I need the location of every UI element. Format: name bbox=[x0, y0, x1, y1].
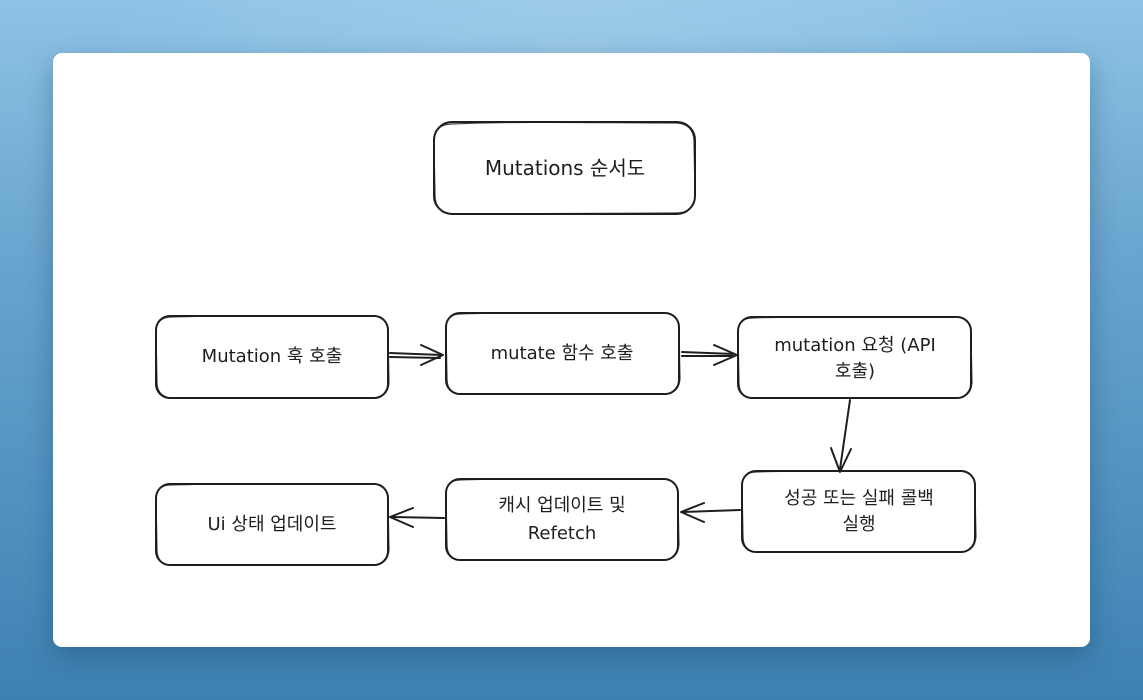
node-label: mutate 함수 호출 bbox=[491, 343, 634, 364]
node-ui-state-update[interactable]: Ui 상태 업데이트 bbox=[155, 483, 390, 566]
node-label-line1: 캐시 업데이트 및 bbox=[498, 495, 625, 516]
node-label-line1: mutation 요청 (API bbox=[774, 335, 936, 356]
node-label-line1: 성공 또는 실패 콜백 bbox=[784, 488, 934, 509]
node-mutate-function-call[interactable]: mutate 함수 호출 bbox=[445, 312, 681, 395]
arrow-n4-to-n5 bbox=[680, 502, 741, 523]
arrow-n1-to-n2 bbox=[389, 344, 444, 366]
title-text: Mutations 순서도 bbox=[485, 156, 645, 180]
node-label: Ui 상태 업데이트 bbox=[208, 514, 337, 535]
arrow-n2-to-n3 bbox=[681, 344, 738, 366]
node-label-line2: 호출) bbox=[835, 361, 875, 382]
node-label-line2: 실행 bbox=[842, 514, 875, 535]
node-mutation-api-request[interactable]: mutation 요청 (API 호출) bbox=[737, 316, 973, 399]
node-label: Mutation 훅 호출 bbox=[202, 346, 343, 367]
node-mutation-hook-call[interactable]: Mutation 훅 호출 bbox=[155, 315, 390, 399]
node-success-failure-callback[interactable]: 성공 또는 실패 콜백 실행 bbox=[741, 470, 977, 553]
node-label-line2: Refetch bbox=[528, 523, 597, 544]
arrow-n3-to-n4 bbox=[830, 399, 852, 473]
arrow-n5-to-n6 bbox=[389, 507, 445, 528]
node-cache-update-refetch[interactable]: 캐시 업데이트 및 Refetch bbox=[445, 478, 680, 561]
title-node[interactable]: Mutations 순서도 bbox=[433, 121, 696, 215]
